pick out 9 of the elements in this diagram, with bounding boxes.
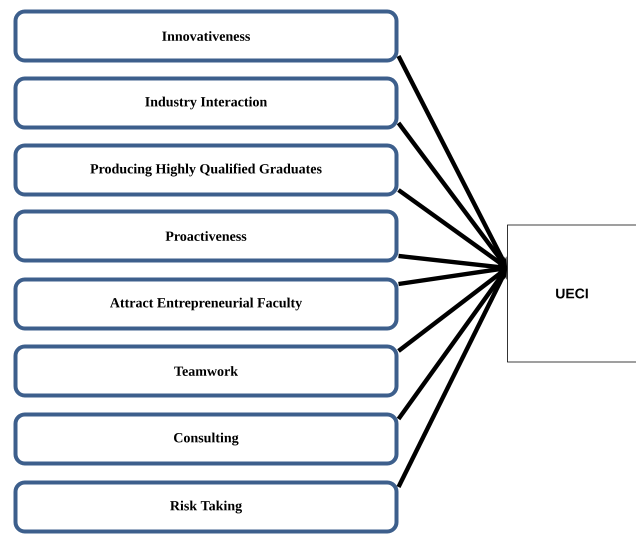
factor-box: Attract Entrepreneurial Faculty (14, 278, 398, 330)
factor-box: Producing Highly Qualified Graduates (14, 144, 398, 196)
outcome-box: UECI (507, 224, 636, 362)
factor-box: Proactiveness (14, 210, 398, 262)
factor-box: Consulting (14, 412, 398, 466)
factor-box: Risk Taking (14, 480, 398, 534)
factor-box: Industry Interaction (14, 76, 398, 130)
factor-box: Teamwork (14, 344, 398, 398)
factor-box: Innovativeness (14, 10, 398, 62)
